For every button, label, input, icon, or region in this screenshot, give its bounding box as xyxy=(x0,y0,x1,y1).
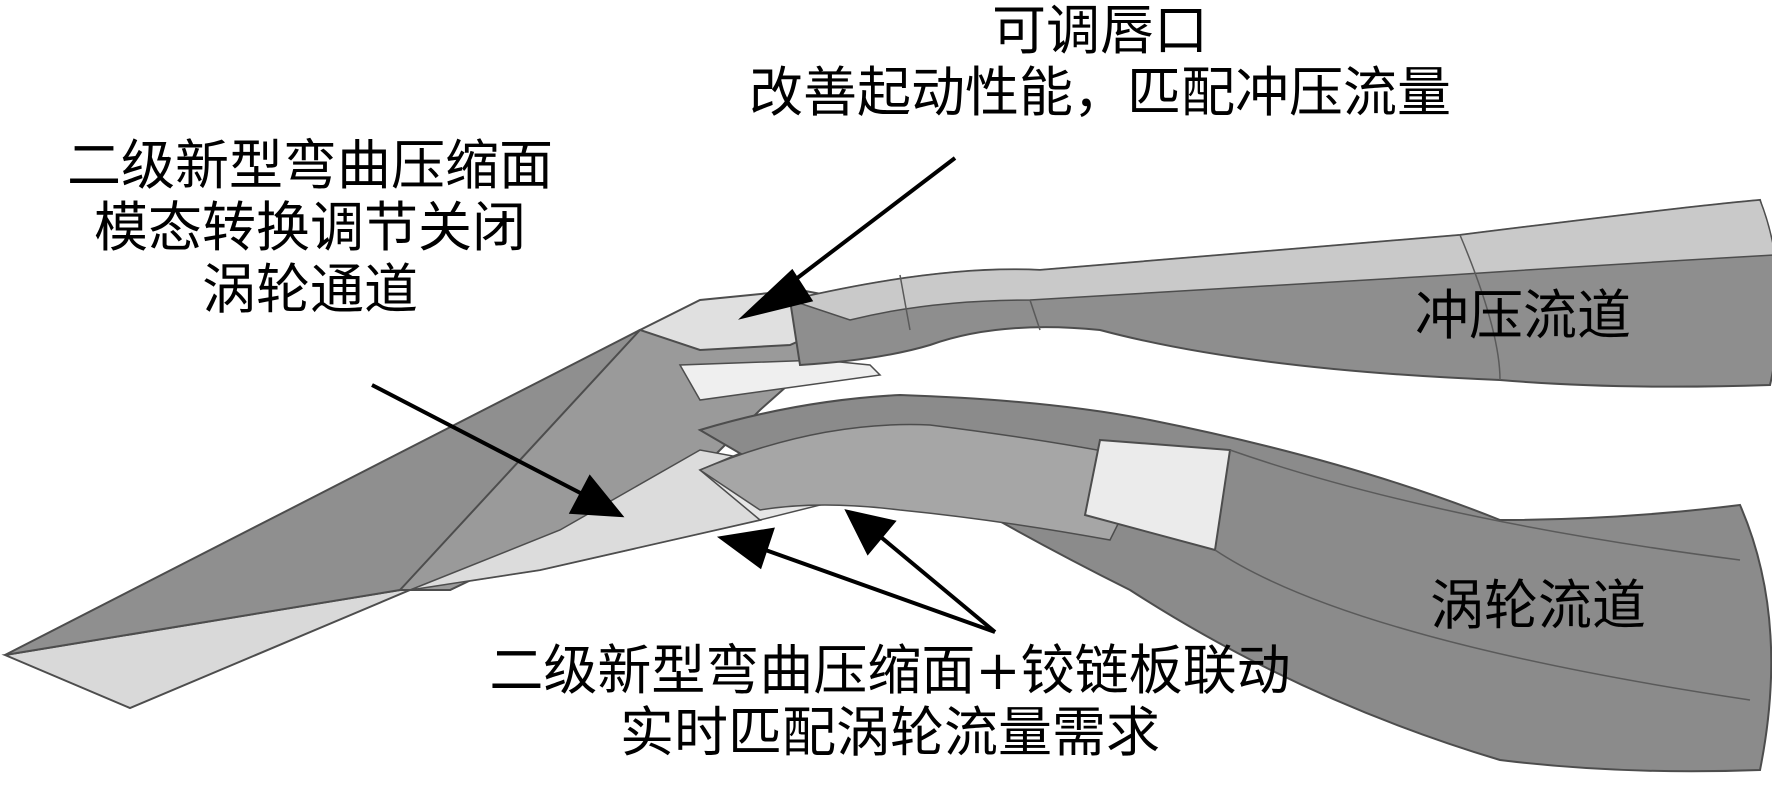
lip-arrow-head xyxy=(738,268,814,320)
secondary-hinged-line2: 实时匹配涡轮流量需求 xyxy=(620,701,1160,764)
lip-label: 可调唇口 改善起动性能，匹配冲压流量 xyxy=(660,0,1540,124)
hinged-arrow-head-a xyxy=(716,527,775,570)
hinged-arrow-line-a xyxy=(759,546,996,634)
ram-duct-label: 冲压流道 xyxy=(1415,284,1631,347)
turbine-duct-seam xyxy=(1214,449,1751,701)
secondary-hinged-label: 二级新型弯曲压缩面+铰链板联动 实时匹配涡轮流量需求 xyxy=(390,640,1390,764)
secondary-closed-arrow-line xyxy=(371,383,591,500)
lip-description: 改善起动性能，匹配冲压流量 xyxy=(749,61,1451,124)
secondary-closed-line1: 二级新型弯曲压缩面 xyxy=(67,134,553,197)
lip-title: 可调唇口 xyxy=(992,0,1208,62)
secondary-closed-arrow-head xyxy=(568,474,625,518)
ram-duct-upper-skin xyxy=(787,199,1772,321)
secondary-closed-label: 二级新型弯曲压缩面 模态转换调节关闭 涡轮通道 xyxy=(0,135,620,321)
hinged-arrow-line-b xyxy=(868,526,997,634)
lip-arrow-line xyxy=(773,156,957,297)
lip-splitter xyxy=(678,359,882,401)
secondary-closed-line2: 模态转换调节关闭 xyxy=(94,196,526,259)
turbine-duct-label: 涡轮流道 xyxy=(1430,574,1646,637)
secondary-hinged-line1: 二级新型弯曲压缩面+铰链板联动 xyxy=(489,639,1291,702)
secondary-closed-line3: 涡轮通道 xyxy=(202,258,418,321)
ram-duct-seam xyxy=(899,234,1501,381)
hinged-arrow-head-b xyxy=(844,509,897,556)
annotation-arrows xyxy=(371,156,997,634)
